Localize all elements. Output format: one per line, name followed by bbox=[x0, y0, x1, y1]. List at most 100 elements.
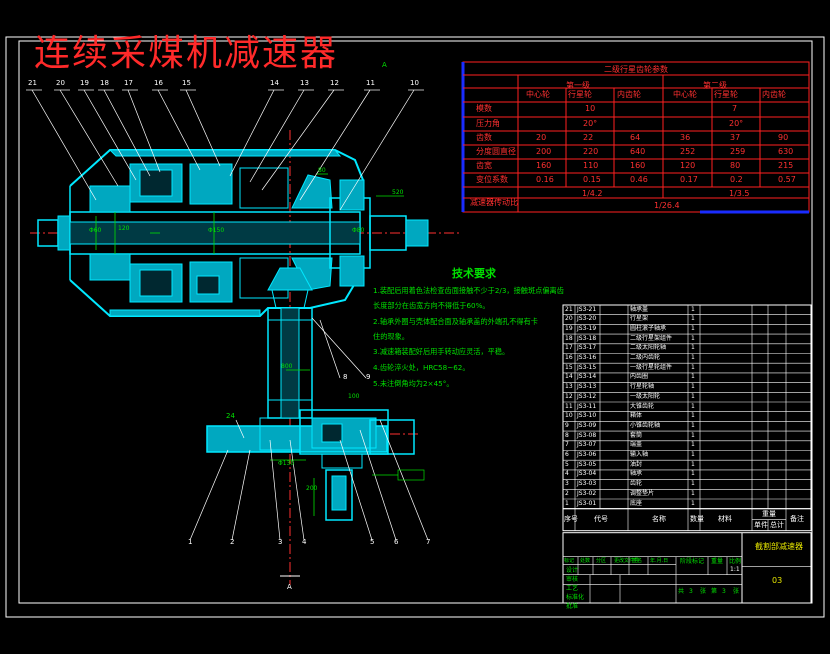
parts-header-cell: 数量 bbox=[690, 514, 704, 523]
planet-bearing-top-1 bbox=[139, 169, 173, 197]
parts-row-no: 1 bbox=[565, 499, 569, 507]
parts-row-qty: 1 bbox=[691, 305, 695, 313]
parts-row-no: 16 bbox=[565, 354, 573, 361]
parts-row-qty: 1 bbox=[691, 451, 695, 458]
gear-table-row-label: 齿数 bbox=[476, 133, 492, 142]
gear-table-row-label: 变位系数 bbox=[476, 175, 508, 184]
parts-row-qty: 1 bbox=[691, 354, 695, 361]
gear-table-stage2: 第二级 bbox=[703, 81, 727, 90]
parts-header-cell: 备注 bbox=[790, 514, 804, 523]
inner-frame bbox=[18, 40, 813, 604]
part-balloon-top: 16 bbox=[154, 79, 163, 87]
gear-table-cell: 160 bbox=[536, 161, 552, 170]
parts-row-no: 17 bbox=[565, 344, 573, 352]
leader-line-top bbox=[229, 89, 275, 177]
parts-row-qty: 1 bbox=[691, 392, 695, 400]
title-block-border bbox=[562, 532, 812, 604]
leader-line-top bbox=[83, 89, 137, 181]
gear-table-cell: 1/4.2 bbox=[582, 189, 603, 198]
input-shaft-down bbox=[325, 469, 353, 521]
parts-row-code: JS3-07 bbox=[577, 441, 597, 449]
gear-table-subheader: 内齿轮 bbox=[762, 90, 786, 99]
parts-header-cell: 总计 bbox=[770, 520, 784, 529]
gear-table-cell: 640 bbox=[630, 147, 646, 156]
parts-row-no: 15 bbox=[565, 363, 573, 371]
part-balloon-mid: 8 bbox=[343, 373, 348, 381]
title-block-label: 审核 bbox=[566, 575, 579, 583]
gear-table-cell: 80 bbox=[730, 161, 741, 170]
parts-row-qty: 1 bbox=[691, 460, 695, 468]
part-balloon-bottom: 7 bbox=[426, 538, 431, 546]
dim-label-top: 520 bbox=[392, 189, 404, 196]
gear-table-subheader: 内齿轮 bbox=[617, 90, 641, 99]
gear-table-cell: 10 bbox=[585, 104, 596, 113]
base-bearing-inner bbox=[321, 423, 343, 443]
gear-table-cell: 252 bbox=[680, 147, 696, 156]
dim-label-small: 80 bbox=[318, 167, 326, 174]
title-block-sheet-info: 第 bbox=[711, 587, 718, 595]
housing-top-wall bbox=[108, 149, 342, 157]
leader-line-bottom bbox=[359, 429, 397, 541]
parts-row-code: JS3-20 bbox=[577, 315, 597, 323]
gear-table-cell: 90 bbox=[778, 133, 789, 142]
parts-row-name: 内齿圈 bbox=[630, 373, 649, 381]
parts-row-name: 二级内齿轮 bbox=[630, 354, 661, 361]
parts-row-code: JS3-14 bbox=[577, 373, 597, 381]
base-right-flange bbox=[369, 419, 415, 455]
parts-row-code: JS3-13 bbox=[577, 383, 597, 391]
parts-row-qty: 1 bbox=[691, 363, 695, 371]
parts-row-name: 油封 bbox=[630, 460, 643, 468]
main-shaft-core bbox=[69, 221, 361, 245]
part-balloon-bottom: 3 bbox=[278, 538, 283, 546]
parts-header-cell: 代号 bbox=[594, 514, 608, 523]
parts-header-cell: 材料 bbox=[718, 514, 732, 523]
parts-row-code: JS3-10 bbox=[577, 412, 597, 420]
title-block-mark: 更改文件号 bbox=[614, 557, 640, 564]
gear-table-cell: 0.16 bbox=[536, 175, 554, 184]
parts-row-qty: 1 bbox=[691, 412, 695, 420]
gear-table-subheader: 中心轮 bbox=[673, 90, 697, 99]
parts-row-code: JS3-06 bbox=[577, 451, 597, 458]
right-end-cap bbox=[405, 219, 429, 247]
right-bearing-top bbox=[339, 179, 365, 211]
parts-row-qty: 1 bbox=[691, 470, 695, 478]
leader-line-bottom bbox=[339, 439, 373, 541]
parts-row-no: 19 bbox=[565, 324, 573, 332]
dim-label-shaft-d1: Φ60 bbox=[89, 227, 102, 234]
tech-req-item: 长度部分在齿宽方向不得低于60%。 bbox=[373, 301, 490, 310]
title-block-drawing-name: 截割部减速器 bbox=[755, 541, 803, 551]
parts-row-name: 一级太阳轮 bbox=[630, 392, 661, 400]
part-balloon-top: 10 bbox=[410, 79, 419, 87]
parts-row-code: JS3-11 bbox=[577, 402, 597, 410]
parts-row-no: 9 bbox=[565, 421, 569, 429]
leader-line-24 bbox=[235, 419, 245, 439]
gear-table-cell: 64 bbox=[630, 133, 641, 142]
dim-label-shaft-d3: Φ150 bbox=[208, 227, 225, 234]
title-block-sheet-info: 3 bbox=[689, 587, 693, 595]
part-balloon-top: 11 bbox=[366, 79, 375, 87]
parts-row-qty: 1 bbox=[691, 373, 695, 381]
parts-row-name: 大锥齿轮 bbox=[630, 402, 655, 410]
gear-table-row-label: 分度圆直径 bbox=[476, 147, 516, 156]
parts-row-no: 8 bbox=[565, 431, 569, 439]
parts-row-no: 10 bbox=[565, 412, 573, 420]
parts-row-qty: 1 bbox=[691, 421, 695, 429]
gear-table-cell: 20° bbox=[583, 119, 598, 128]
part-balloon-top: 21 bbox=[28, 79, 37, 87]
parts-row-name: 齿轮 bbox=[630, 480, 643, 488]
leader-line-bottom bbox=[269, 439, 281, 541]
part-balloon-top: 18 bbox=[100, 79, 109, 87]
gear-table-subheader: 行星轮 bbox=[714, 90, 738, 99]
gear-table-cell: 0.17 bbox=[680, 175, 698, 184]
drawing-title: 连续采煤机减速器 bbox=[34, 33, 339, 74]
title-block-sheet-info: 3 bbox=[722, 587, 726, 595]
parts-row-code: JS3-04 bbox=[577, 470, 597, 478]
parts-row-code: JS3-19 bbox=[577, 324, 597, 332]
input-shaft-key bbox=[331, 475, 347, 511]
gear-table-cell: 110 bbox=[583, 161, 599, 170]
parts-row-code: JS3-05 bbox=[577, 460, 597, 468]
left-bearing-top bbox=[89, 185, 131, 213]
parts-row-no: 4 bbox=[565, 470, 569, 478]
